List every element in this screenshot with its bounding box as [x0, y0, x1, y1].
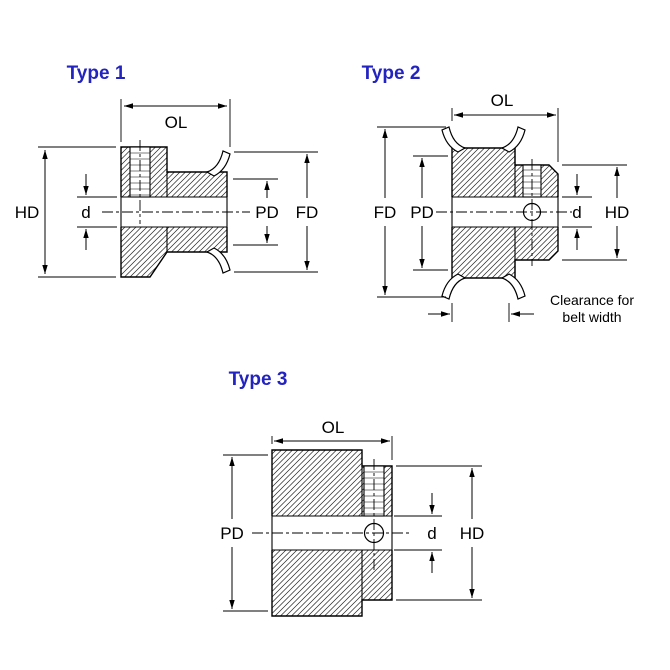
- type1-body-upper-hatch: [167, 172, 227, 197]
- type3-dim-d: d: [394, 493, 442, 573]
- type1-body-lower-hatch: [167, 227, 227, 252]
- type2-dim-label-fd: FD: [374, 203, 397, 222]
- type2-dim-d: d: [562, 174, 592, 250]
- type1-dim-hd: HD: [15, 146, 116, 278]
- type2-set-screw: [522, 159, 542, 266]
- type2-dim-label-hd: HD: [605, 203, 630, 222]
- type1-dim-label-pd: PD: [255, 203, 279, 222]
- type2-body-upper-hatch: [452, 148, 515, 197]
- type1-dim-label-fd: FD: [296, 203, 319, 222]
- type1-dim-fd: FD: [234, 151, 319, 273]
- type3-dim-label-d: d: [427, 524, 436, 543]
- type3-pulley-section: [252, 449, 412, 617]
- type3-dim-ol: OL: [271, 418, 393, 460]
- type2-flange-lip-top-right: [500, 126, 526, 153]
- type1-dim-label-d: d: [81, 203, 90, 222]
- type1-dim-ol: OL: [120, 99, 231, 147]
- type2-body-lower-hatch: [452, 227, 515, 278]
- type2-flange-lip-top-left: [441, 126, 467, 153]
- type3-outline-top: [271, 449, 393, 516]
- type1-drawing: Type 1: [15, 63, 319, 278]
- type1-set-screw: [129, 140, 151, 224]
- type3-dim-hd: HD: [396, 465, 485, 601]
- clearance-note-line2: belt width: [562, 309, 621, 325]
- type1-flange-lip-top: [205, 150, 231, 177]
- type1-pulley-section: [102, 140, 250, 278]
- type1-flange-lip-bottom: [205, 247, 231, 274]
- type2-dim-fd: FD: [374, 126, 446, 298]
- type1-dim-label-hd: HD: [15, 203, 40, 222]
- type2-clearance-callout: Clearance for belt width: [428, 292, 634, 325]
- type3-dim-label-ol: OL: [322, 418, 345, 437]
- type1-dim-d: d: [77, 174, 117, 250]
- type3-dim-label-hd: HD: [460, 524, 485, 543]
- type2-pulley-section: [436, 126, 572, 300]
- type2-dim-label-d: d: [572, 203, 581, 222]
- type2-dim-label-pd: PD: [410, 203, 434, 222]
- type2-dim-ol: OL: [451, 91, 559, 162]
- type1-outline-bottom: [120, 227, 228, 278]
- type3-title: Type 3: [229, 369, 288, 390]
- type2-dim-pd: PD: [410, 155, 448, 271]
- type2-dim-label-ol: OL: [491, 91, 514, 110]
- type1-dim-pd: PD: [233, 178, 279, 246]
- type3-screw-hole: [363, 522, 385, 544]
- type1-title: Type 1: [67, 63, 126, 84]
- type3-dim-label-pd: PD: [220, 524, 244, 543]
- type2-hub-lower-hatch: [515, 227, 558, 260]
- type3-set-screw: [363, 459, 385, 570]
- type1-outline-top: [120, 146, 228, 197]
- clearance-note-line1: Clearance for: [550, 292, 634, 308]
- type3-dim-pd: PD: [220, 454, 268, 612]
- type2-title: Type 2: [362, 63, 421, 84]
- type1-hub-lower-hatch: [121, 227, 167, 277]
- type2-flange-lip-bottom-left: [441, 273, 467, 300]
- type2-screw-hole: [522, 202, 542, 222]
- type2-dim-hd: HD: [562, 164, 630, 261]
- type2-drawing: Type 2: [362, 63, 635, 325]
- type3-drawing: Type 3: [220, 369, 485, 617]
- type2-flange-lip-bottom-right: [500, 273, 526, 300]
- type3-outline-bottom: [271, 550, 393, 617]
- type1-dim-label-ol: OL: [165, 113, 188, 132]
